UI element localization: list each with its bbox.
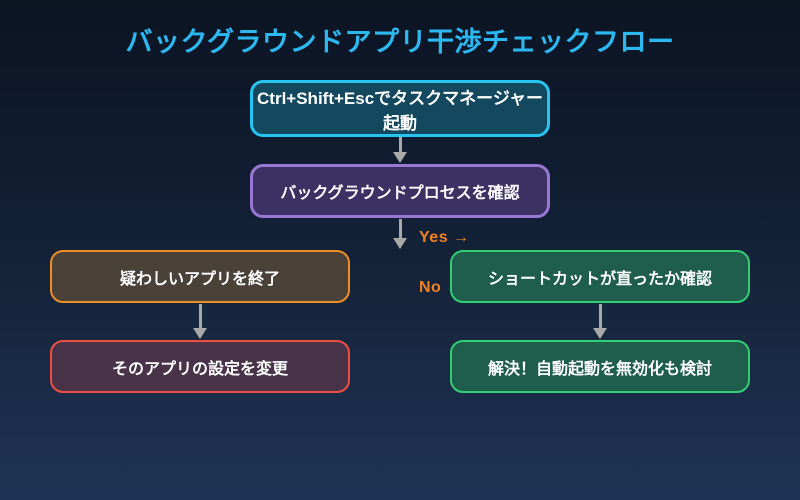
arrow-stem bbox=[198, 304, 202, 328]
flow-node-task-manager: Ctrl+Shift+Escでタスクマネージャー起動 bbox=[250, 80, 550, 137]
flow-node-check-processes: バックグラウンドプロセスを確認 bbox=[250, 164, 550, 218]
flow-node-task-manager-label: Ctrl+Shift+Escでタスクマネージャー起動 bbox=[257, 88, 543, 133]
arrow-stem bbox=[598, 304, 602, 328]
flow-node-solved-label: 解決！自動起動を無効化も検討 bbox=[487, 360, 712, 378]
flow-node-change-settings: そのアプリの設定を変更 bbox=[50, 340, 350, 393]
flow-node-quit-app: 疑わしいアプリを終了 bbox=[50, 250, 350, 303]
flow-node-solved: 解決！自動起動を無効化も検討 bbox=[450, 340, 750, 393]
arrow-head bbox=[393, 152, 407, 163]
flow-node-check-processes-label: バックグラウンドプロセスを確認 bbox=[280, 185, 520, 202]
arrow-head bbox=[393, 238, 407, 249]
arrow-down-icon bbox=[393, 137, 407, 163]
flow-node-verify-shortcut-label: ショートカットが直ったか確認 bbox=[487, 270, 712, 288]
flow-node-verify-shortcut: ショートカットが直ったか確認 bbox=[450, 250, 750, 303]
flow-node-change-settings-label: そのアプリの設定を変更 bbox=[111, 360, 288, 378]
arrow-head bbox=[593, 328, 607, 339]
flow-node-quit-app-label: 疑わしいアプリを終了 bbox=[119, 270, 280, 288]
arrow-stem bbox=[398, 137, 402, 152]
arrow-down-icon bbox=[593, 304, 607, 339]
arrow-down-icon bbox=[193, 304, 207, 339]
arrow-head bbox=[193, 328, 207, 339]
page-title: バックグラウンドアプリ干渉チェックフロー bbox=[125, 27, 675, 57]
arrow-stem bbox=[398, 219, 402, 238]
arrow-down-icon bbox=[393, 219, 407, 249]
edge-label-yes: Yes → bbox=[419, 229, 470, 246]
